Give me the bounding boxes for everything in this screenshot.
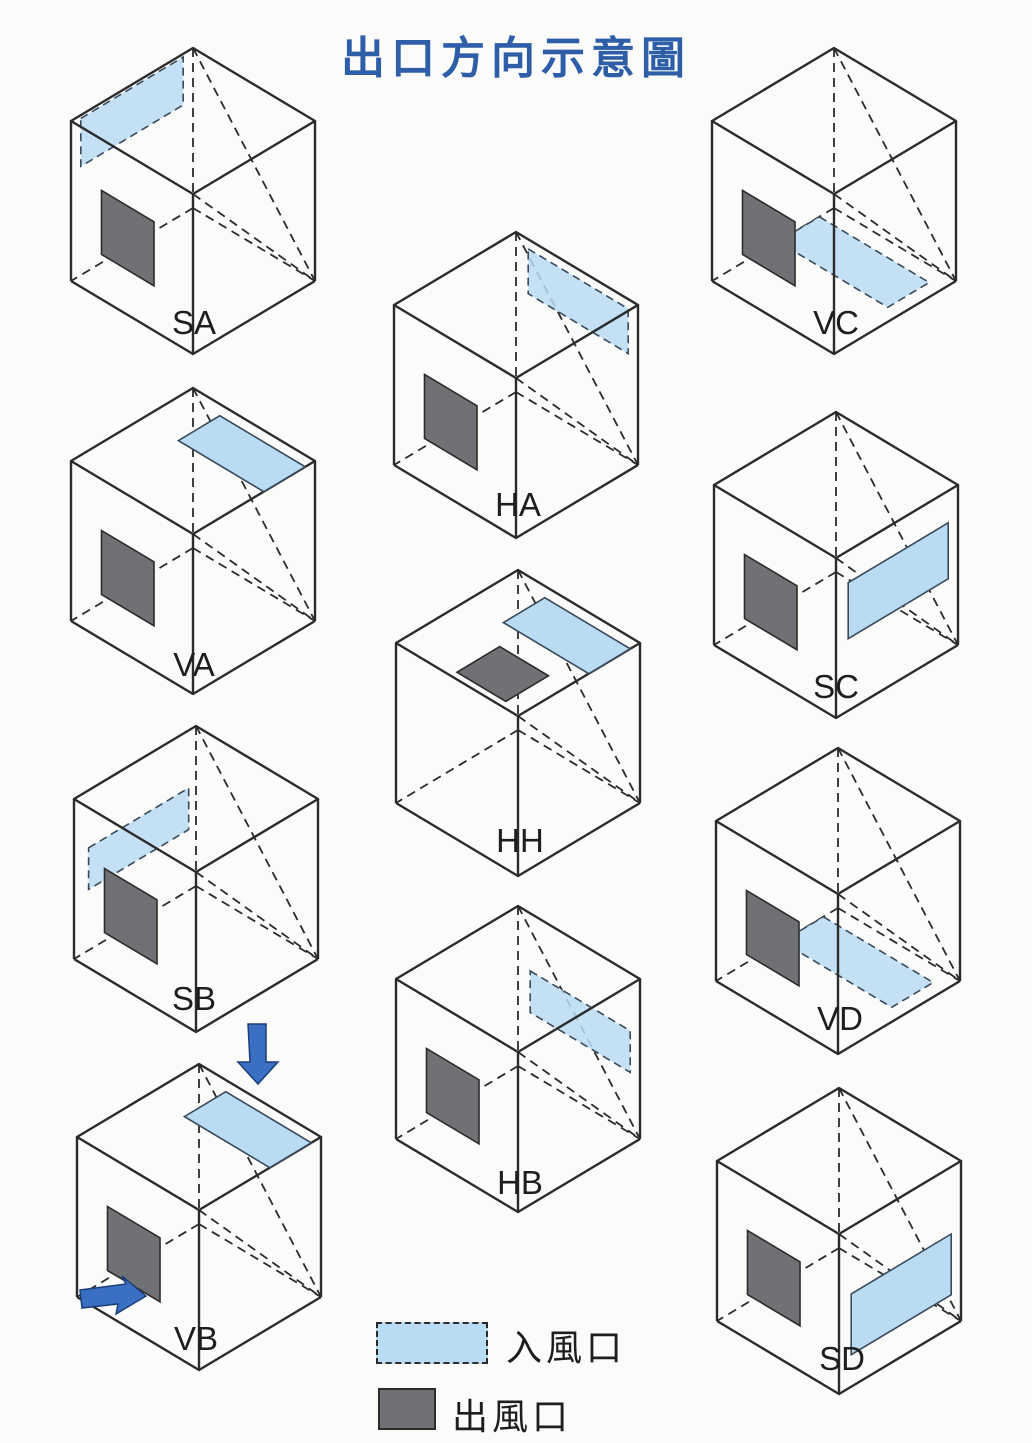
outlet-patch — [743, 553, 798, 652]
hidden-edge — [195, 885, 319, 960]
hidden-edge — [393, 391, 517, 466]
diagonal-line — [198, 1209, 322, 1298]
inlet-patch — [847, 521, 950, 641]
cube-label-sa: SA — [171, 304, 217, 341]
inlet-patch — [182, 1090, 313, 1169]
outlet-patch — [106, 1205, 161, 1304]
diagonal-line — [195, 871, 319, 960]
hidden-edge — [515, 391, 639, 466]
inlet-patch — [501, 596, 632, 675]
outlet-patch — [741, 188, 796, 288]
cube-label-vb: VB — [173, 1320, 219, 1357]
airflow-arrows — [79, 1023, 280, 1316]
cube-sd — [715, 1086, 963, 1396]
bottom-outline — [73, 957, 319, 1034]
diagonal-line — [838, 1233, 962, 1322]
outlet-patch — [455, 645, 551, 703]
diagonal-line — [192, 193, 316, 282]
cube-hb — [394, 904, 642, 1214]
outlet-patch — [746, 1229, 801, 1328]
diagonal-line — [835, 557, 959, 646]
outlet-patch — [745, 889, 800, 988]
out-arrow-icon — [79, 1275, 148, 1316]
legend-inlet-label: 入風口 — [506, 1328, 627, 1369]
inlet-patch — [529, 969, 632, 1074]
hidden-edge — [713, 571, 837, 646]
hidden-edge — [70, 547, 194, 622]
inlet-patch — [527, 247, 630, 356]
legend-inlet-swatch — [376, 1322, 488, 1364]
hidden-edge — [517, 729, 641, 804]
inlet-patch — [776, 215, 931, 309]
outlet-patch — [425, 1047, 480, 1146]
cube-sc — [712, 410, 960, 720]
hidden-edge — [716, 1247, 840, 1322]
bottom-outline — [70, 619, 316, 696]
outlet-patch — [100, 529, 155, 628]
bottom-outline — [711, 279, 957, 356]
outlet-patch — [423, 372, 478, 472]
hidden-edge — [70, 207, 194, 282]
cube-label-vc: VC — [813, 304, 859, 341]
hidden-edge — [517, 1065, 641, 1140]
cube-label-ha: HA — [495, 486, 541, 523]
hidden-edge — [395, 1065, 519, 1140]
hidden-edge — [395, 729, 519, 804]
bottom-outline — [395, 801, 641, 878]
bottom-outline — [70, 279, 316, 356]
cube-vc — [710, 46, 958, 356]
cube-label-va: VA — [173, 646, 215, 683]
diagonal-line — [833, 193, 957, 282]
cube-label-sc: SC — [813, 668, 859, 705]
inlet-patch — [850, 1232, 953, 1357]
hidden-edge — [76, 1223, 200, 1298]
bottom-outline — [713, 643, 959, 720]
bottom-outline — [76, 1295, 322, 1372]
diagonal-line — [195, 725, 319, 960]
outlet-patch — [103, 867, 158, 966]
cube-vd — [714, 746, 962, 1056]
diagonal-line — [517, 715, 641, 804]
outlet-patch — [100, 188, 155, 288]
legend-outlet-swatch — [378, 1388, 436, 1430]
bottom-outline — [393, 463, 639, 540]
bottom-outline — [395, 1137, 641, 1214]
diagonal-line — [837, 893, 961, 982]
diagonal-line — [517, 1051, 641, 1140]
hidden-edge — [838, 1247, 962, 1322]
bottom-outline — [716, 1319, 962, 1396]
diagonal-line — [192, 533, 316, 622]
cube-label-sd: SD — [819, 1340, 865, 1377]
cube-sa — [69, 46, 317, 356]
hidden-edge — [73, 885, 197, 960]
diagonal-line — [515, 377, 639, 466]
hidden-edge — [198, 1223, 322, 1298]
inlet-patch — [780, 915, 935, 1009]
hidden-edge — [837, 907, 961, 982]
page-title: 出口方向示意圖 — [341, 33, 691, 84]
hidden-edge — [192, 547, 316, 622]
hidden-edge — [833, 207, 957, 282]
cube-label-hb: HB — [497, 1164, 543, 1201]
cube-va — [69, 386, 317, 696]
down-arrow-icon — [236, 1023, 280, 1086]
cube-label-vd: VD — [817, 1000, 863, 1037]
inlet-patch — [80, 55, 184, 168]
bottom-outline — [715, 979, 961, 1056]
cube-label-hh: HH — [496, 822, 544, 859]
cube-hh — [394, 568, 642, 878]
cube-sb — [72, 724, 320, 1034]
legend-outlet-label: 出風口 — [452, 1397, 573, 1438]
inlet-patch — [176, 414, 307, 493]
cube-label-sb: SB — [171, 980, 217, 1017]
cube-vb — [75, 1062, 323, 1372]
hidden-edge — [192, 207, 316, 282]
diagonal-line — [192, 47, 316, 282]
cube-ha — [392, 230, 640, 540]
